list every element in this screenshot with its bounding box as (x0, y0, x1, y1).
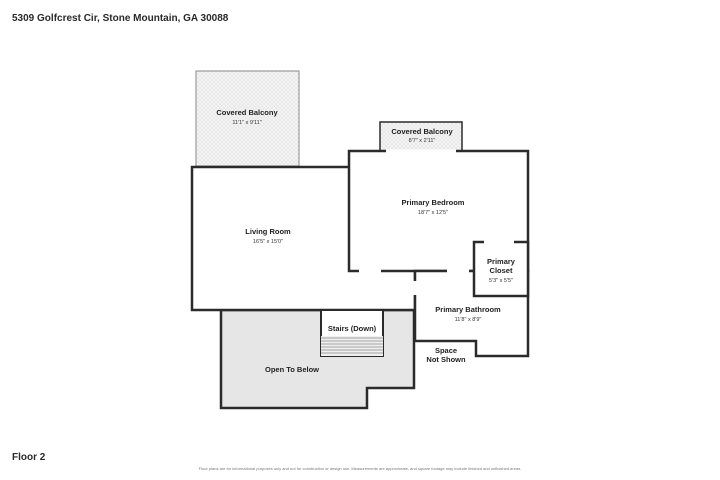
door-opening (413, 281, 417, 295)
door-opening (484, 240, 514, 244)
door-opening (386, 149, 456, 153)
stairs-area (320, 309, 384, 357)
dims-living-room: 16'5" x 15'0" (253, 239, 283, 245)
label-space-not-shown-line2: Not Shown (426, 355, 466, 364)
disclaimer-text: Floor plans are for informational purpos… (198, 466, 522, 471)
label-primary-bedroom: Primary Bedroom (402, 198, 465, 207)
property-address: 5309 Golfcrest Cir, Stone Mountain, GA 3… (12, 13, 229, 24)
dims-covered-balcony-right: 8'7" x 2'11" (409, 138, 436, 144)
label-space-not-shown-line1: Space (435, 346, 457, 355)
door-opening (359, 269, 381, 273)
label-covered-balcony-left: Covered Balcony (216, 108, 278, 117)
open-to-below-area (219, 308, 416, 410)
label-primary-closet-line1: Primary (487, 257, 516, 266)
dims-primary-bedroom: 18'7" x 12'5" (418, 210, 448, 216)
dims-primary-bathroom: 11'8" x 8'9" (455, 317, 482, 323)
label-primary-bathroom: Primary Bathroom (435, 305, 501, 314)
label-open-to-below: Open To Below (265, 365, 319, 374)
floor-label: Floor 2 (12, 452, 46, 463)
covered-balcony-left (195, 70, 300, 167)
dims-covered-balcony-left: 11'1" x 9'11" (232, 120, 261, 126)
label-stairs: Stairs (Down) (328, 324, 377, 333)
label-primary-closet-line2: Closet (490, 266, 513, 275)
label-covered-balcony-right: Covered Balcony (391, 127, 453, 136)
dims-primary-closet: 5'3" x 5'5" (489, 278, 513, 284)
primary-closet-area (472, 240, 530, 298)
door-opening (447, 269, 469, 273)
label-living-room: Living Room (245, 227, 291, 236)
